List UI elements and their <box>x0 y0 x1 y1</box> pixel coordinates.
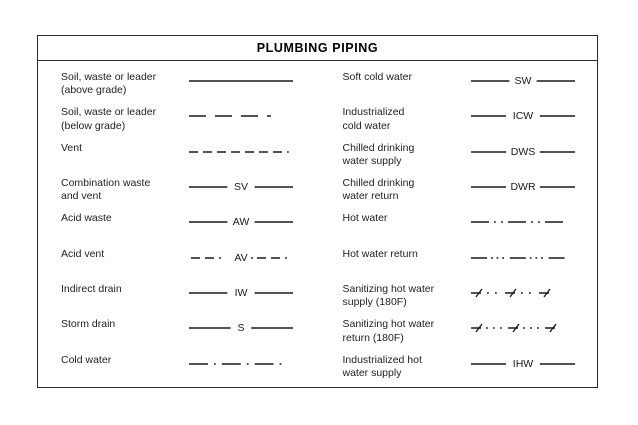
legend-row-label: Soft cold water <box>342 71 412 83</box>
legend-row-label: Industrialized hot water supply <box>342 353 422 379</box>
legend-row: Combination waste and vent SV <box>61 176 318 211</box>
legend-row-symbol-labeled-line-icon: ICW <box>470 108 575 123</box>
svg-text:AV: AV <box>234 251 247 263</box>
legend-body: Soil, waste or leader (above grade) Soil,… <box>38 61 597 388</box>
legend-row: Soil, waste or leader (below grade) <box>61 105 318 140</box>
legend-row-label: Chilled drinking water supply <box>342 141 415 167</box>
legend-row-label: Soil, waste or leader (below grade) <box>61 106 157 132</box>
legend-row: Acid vent AV <box>61 247 318 282</box>
legend-row: Industrialized cold water ICW <box>343 105 598 140</box>
legend-row-label: Sanitizing hot water supply (180F) <box>342 282 435 309</box>
svg-text:DWS: DWS <box>510 145 535 157</box>
legend-row-symbol-labeled-line-icon: IW <box>189 285 293 300</box>
legend-row: Soil, waste or leader (above grade) <box>61 70 318 105</box>
legend-row-label: Sanitizing hot water return (180F) <box>342 318 435 344</box>
legend-row: Chilled drinking water supply DWS <box>343 141 598 176</box>
page-title: PLUMBING PIPING <box>256 41 379 55</box>
svg-text:ICW: ICW <box>512 110 533 122</box>
legend-row-symbol-labeled-line-icon: SV <box>189 179 293 194</box>
legend-row: Acid waste AW <box>61 211 318 246</box>
legend-row: Cold water <box>61 353 318 388</box>
legend-row-label: Industrialized cold water <box>342 106 405 132</box>
legend-row: Sanitizing hot water return (180F) <box>343 317 598 352</box>
legend-row-symbol-dash-dot-dot-icon <box>470 214 575 229</box>
legend-row-symbol-dash-dot-dot-dot-icon <box>470 250 575 265</box>
legend-row-symbol-solid-icon <box>189 73 293 88</box>
legend-row-symbol-long-dash-icon <box>189 108 293 123</box>
svg-text:SV: SV <box>234 181 248 193</box>
svg-text:AW: AW <box>233 216 250 228</box>
legend-row-symbol-labeled-line-icon: IHW <box>470 356 575 371</box>
svg-text:SW: SW <box>514 75 531 87</box>
legend-row: Sanitizing hot water supply (180F) <box>343 282 598 317</box>
legend-row-symbol-labeled-line-icon: SW <box>470 73 575 88</box>
legend-row-symbol-dash-dot-icon <box>189 356 293 371</box>
svg-text:S: S <box>237 322 244 334</box>
legend-row-label: Combination waste and vent <box>61 176 151 203</box>
legend-row: Industrialized hot water supply IHW <box>343 353 598 388</box>
legend-row-symbol-tick-dot-dot-dot-icon <box>470 320 575 335</box>
legend-row-symbol-dash-icon <box>189 144 293 159</box>
legend-row: Indirect drain IW <box>61 282 318 317</box>
legend-row-label: Hot water return <box>342 247 418 260</box>
legend-row-symbol-labeled-line-icon: AW <box>189 214 293 229</box>
legend-row-label: Acid vent <box>61 247 105 260</box>
legend-row-label: Indirect drain <box>61 282 122 295</box>
legend-row: Vent <box>61 141 318 176</box>
legend-row-label: Storm drain <box>61 318 116 331</box>
legend-title-bar: PLUMBING PIPING <box>38 36 597 61</box>
svg-text:DWR: DWR <box>510 181 535 193</box>
legend-row-symbol-labeled-line-icon: DWR <box>470 179 575 194</box>
svg-text:IHW: IHW <box>512 357 533 369</box>
plumbing-piping-legend-box: PLUMBING PIPING Soil, waste or leader (a… <box>37 35 598 388</box>
legend-row-label: Hot water <box>342 212 388 225</box>
legend-row-label: Cold water <box>61 353 112 366</box>
legend-column-left: Soil, waste or leader (above grade) Soil,… <box>38 70 318 388</box>
legend-row-symbol-labeled-line-icon: S <box>189 320 293 335</box>
legend-row: Storm drain S <box>61 317 318 352</box>
legend-row-label: Soil, waste or leader (above grade) <box>61 71 157 97</box>
legend-row-label: Acid waste <box>61 212 112 225</box>
legend-row-label: Vent <box>61 141 83 154</box>
legend-row-symbol-labeled-line-icon: DWS <box>470 144 575 159</box>
svg-text:IW: IW <box>235 287 248 299</box>
legend-row-symbol-tick-dot-dot-icon <box>470 285 575 300</box>
legend-row-symbol-labeled-dash-dash-dot-icon: AV <box>189 250 293 265</box>
legend-column-right: Soft cold water SW Industrialized cold wat… <box>318 70 598 388</box>
legend-row: Chilled drinking water return DWR <box>343 176 598 211</box>
legend-row: Hot water <box>343 211 598 246</box>
legend-row: Soft cold water SW <box>343 70 598 105</box>
legend-row-label: Chilled drinking water return <box>342 176 415 203</box>
legend-row: Hot water return <box>343 247 598 282</box>
